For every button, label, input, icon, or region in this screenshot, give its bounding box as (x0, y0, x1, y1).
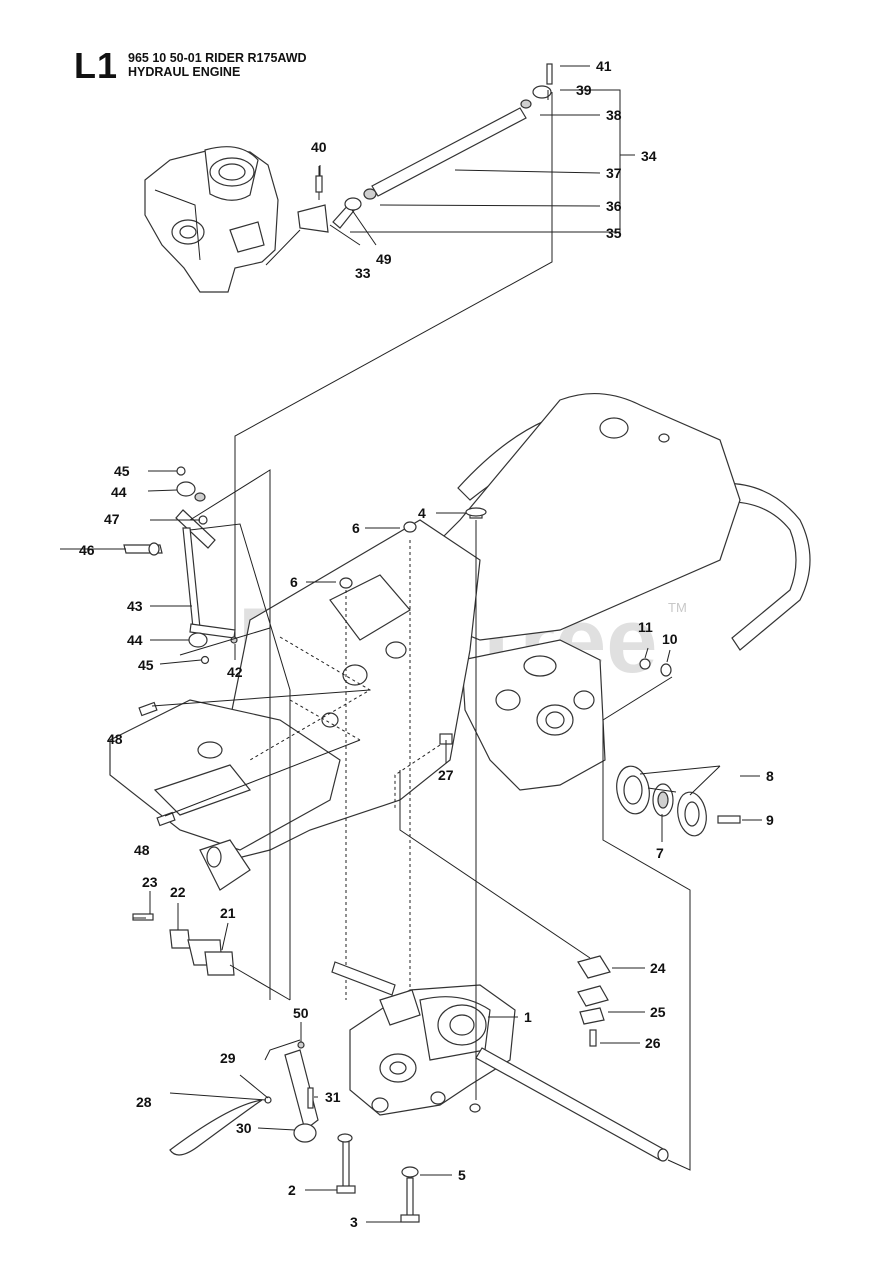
callout-45-upper: 45 (114, 463, 130, 479)
callout-35: 35 (606, 225, 622, 241)
callout-47: 47 (104, 511, 120, 527)
callout-29: 29 (220, 1050, 236, 1066)
callout-39: 39 (576, 82, 592, 98)
callout-1: 1 (524, 1009, 532, 1025)
callout-33: 33 (355, 265, 371, 281)
callout-45-lower: 45 (138, 657, 154, 673)
frame-drawing (109, 393, 811, 891)
callout-2: 2 (288, 1182, 296, 1198)
callout-50: 50 (293, 1005, 309, 1021)
pedal-housing-drawing (144, 146, 301, 293)
model-title: 965 10 50-01 RIDER R175AWD (128, 51, 307, 65)
callout-3: 3 (350, 1214, 358, 1230)
bracket-21-23-drawing (132, 913, 235, 976)
section-title: HYDRAUL ENGINE (128, 65, 241, 79)
callout-48-upper: 48 (107, 731, 123, 747)
callout-38: 38 (606, 107, 622, 123)
callout-31: 31 (325, 1089, 341, 1105)
callout-48-lower: 48 (134, 842, 150, 858)
watermark-tm: TM (668, 600, 687, 615)
callout-27: 27 (438, 767, 454, 783)
callout-10: 10 (662, 631, 678, 647)
callout-23: 23 (142, 874, 158, 890)
page-code: L1 (74, 45, 119, 86)
callout-8: 8 (766, 768, 774, 784)
callout-28: 28 (136, 1094, 152, 1110)
callout-36: 36 (606, 198, 622, 214)
callout-leaders (133, 165, 762, 1223)
callout-46: 46 (79, 542, 95, 558)
callout-22: 22 (170, 884, 186, 900)
top-linkage-drawing (297, 63, 553, 233)
callout-30: 30 (236, 1120, 252, 1136)
callout-21: 21 (220, 905, 236, 921)
callout-49: 49 (376, 251, 392, 267)
callout-34: 34 (641, 148, 657, 164)
callout-4: 4 (418, 505, 426, 521)
callout-26: 26 (645, 1035, 661, 1051)
bearing-assembly-drawing (616, 658, 741, 837)
callout-9: 9 (766, 812, 774, 828)
transaxle-bolts-drawing (336, 507, 487, 1223)
callout-11: 11 (638, 619, 653, 635)
callout-25: 25 (650, 1004, 666, 1020)
callout-43: 43 (127, 598, 143, 614)
lever-drawing (169, 1039, 319, 1156)
callout-37: 37 (606, 165, 622, 181)
callout-labels: 1 2 3 4 5 6 6 7 8 9 10 11 21 22 23 24 25… (79, 58, 774, 1230)
callout-44-lower: 44 (127, 632, 143, 648)
callout-42: 42 (227, 664, 243, 680)
clip-24-26-drawing (577, 955, 611, 1047)
callout-6-lower: 6 (290, 574, 298, 590)
callout-5: 5 (458, 1167, 466, 1183)
transaxle-drawing (331, 961, 669, 1162)
callout-44-upper: 44 (111, 484, 127, 500)
callout-7: 7 (656, 845, 664, 861)
callout-6-upper: 6 (352, 520, 360, 536)
callout-24: 24 (650, 960, 666, 976)
callout-40: 40 (311, 139, 327, 155)
callout-41: 41 (596, 58, 612, 74)
